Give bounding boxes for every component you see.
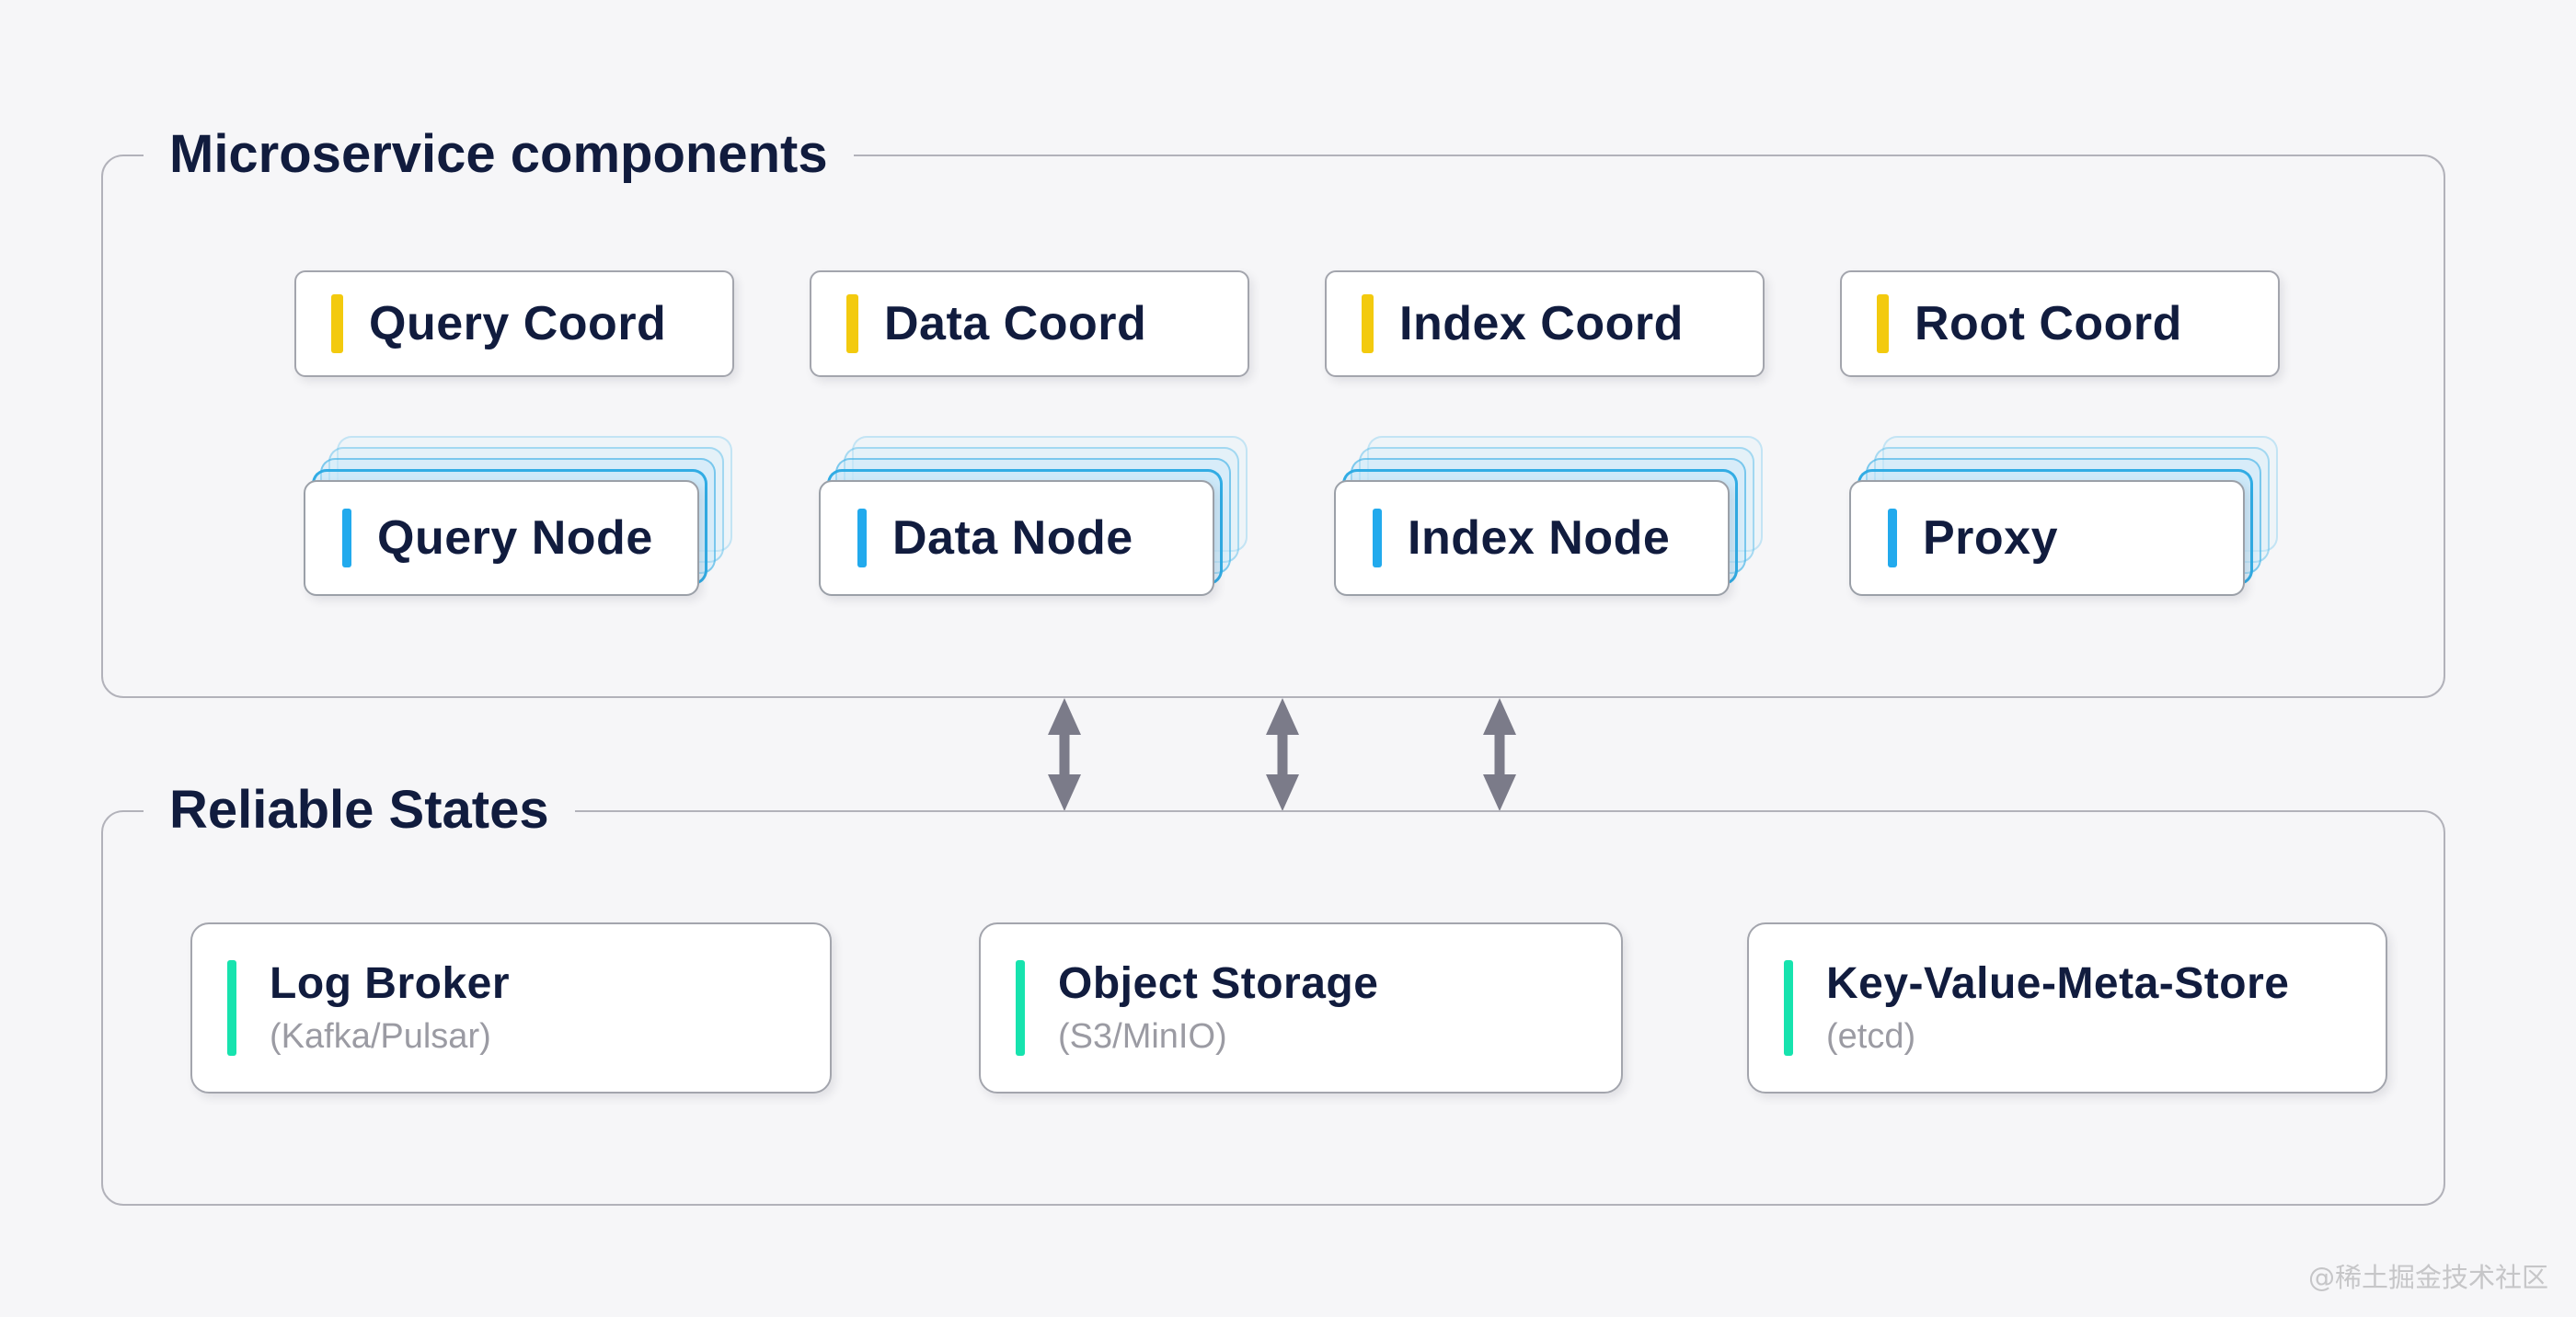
- green-accent-bar: [1016, 960, 1025, 1056]
- blue-accent-bar: [1373, 509, 1382, 567]
- card-index-coord: Index Coord: [1325, 270, 1765, 377]
- store-title: Key-Value-Meta-Store: [1826, 958, 2290, 1008]
- bidirectional-arrow-icon: [1257, 698, 1308, 811]
- card-object-storage: Object Storage (S3/MinIO): [979, 922, 1623, 1094]
- yellow-accent-bar: [1877, 294, 1889, 353]
- bidirectional-arrow-icon: [1474, 698, 1525, 811]
- card-label: Query Node: [377, 511, 653, 565]
- stack-index-node: Index Node: [1334, 436, 1763, 596]
- store-title: Object Storage: [1058, 958, 1379, 1008]
- card-index-node: Index Node: [1334, 480, 1730, 596]
- yellow-accent-bar: [846, 294, 858, 353]
- reliable-states-section: [101, 810, 2445, 1206]
- card-label: Index Node: [1408, 511, 1671, 565]
- bidirectional-arrow-icon: [1039, 698, 1090, 811]
- card-label: Data Node: [892, 511, 1133, 565]
- card-label: Proxy: [1923, 511, 2059, 565]
- store-subtitle: (S3/MinIO): [1058, 1017, 1227, 1057]
- blue-accent-bar: [1888, 509, 1897, 567]
- card-data-node: Data Node: [819, 480, 1214, 596]
- reliable-states-section-title: Reliable States: [144, 781, 575, 840]
- store-title: Log Broker: [270, 958, 511, 1008]
- card-label: Query Coord: [369, 297, 667, 350]
- card-proxy: Proxy: [1849, 480, 2245, 596]
- green-accent-bar: [1784, 960, 1793, 1056]
- node-row: Query Node Data Node Index Node: [304, 436, 2278, 596]
- yellow-accent-bar: [1362, 294, 1374, 353]
- card-root-coord: Root Coord: [1840, 270, 2280, 377]
- blue-accent-bar: [342, 509, 351, 567]
- store-subtitle: (etcd): [1826, 1017, 1916, 1057]
- stack-proxy: Proxy: [1849, 436, 2278, 596]
- stack-query-node: Query Node: [304, 436, 732, 596]
- microservice-section: [101, 155, 2445, 698]
- store-text: Key-Value-Meta-Store (etcd): [1826, 959, 2289, 1058]
- green-accent-bar: [227, 960, 236, 1056]
- card-data-coord: Data Coord: [810, 270, 1249, 377]
- card-label: Root Coord: [1915, 297, 2182, 350]
- card-query-coord: Query Coord: [294, 270, 734, 377]
- blue-accent-bar: [857, 509, 867, 567]
- coordinator-row: Query Coord Data Coord Index Coord Root …: [294, 270, 2280, 377]
- card-query-node: Query Node: [304, 480, 699, 596]
- watermark: @稀土掘金技术社区: [2307, 1262, 2548, 1293]
- store-text: Log Broker (Kafka/Pulsar): [270, 959, 510, 1058]
- card-label: Data Coord: [884, 297, 1147, 350]
- card-log-broker: Log Broker (Kafka/Pulsar): [190, 922, 832, 1094]
- stack-data-node: Data Node: [819, 436, 1248, 596]
- yellow-accent-bar: [331, 294, 343, 353]
- store-text: Object Storage (S3/MinIO): [1058, 959, 1378, 1058]
- card-label: Index Coord: [1399, 297, 1684, 350]
- store-subtitle: (Kafka/Pulsar): [270, 1017, 491, 1057]
- microservice-section-title: Microservice components: [144, 125, 854, 184]
- card-key-value-meta-store: Key-Value-Meta-Store (etcd): [1747, 922, 2387, 1094]
